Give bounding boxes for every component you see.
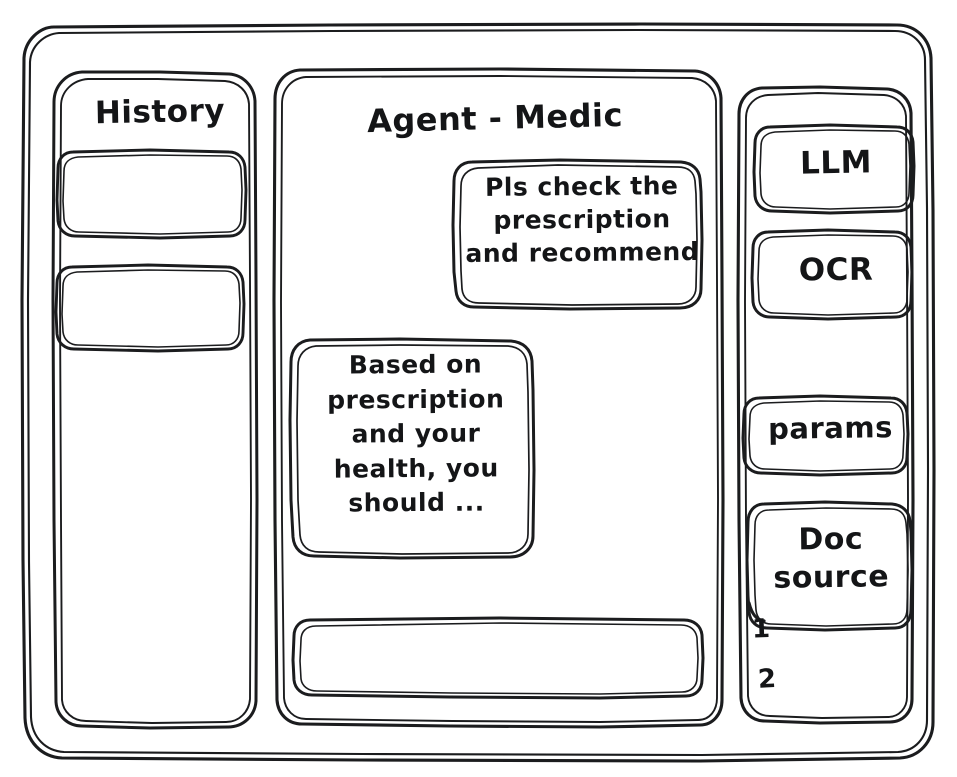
tool-chip-ocr-label: OCR: [798, 251, 874, 289]
doc-source-item-2-marker[interactable]: 2: [757, 663, 778, 695]
doc-source-item-1-marker[interactable]: 1: [751, 613, 772, 645]
agent-title: Agent - Medic: [366, 95, 624, 141]
tool-chip-params-label: params: [767, 410, 894, 446]
history-item-1[interactable]: [57, 150, 247, 238]
message-input[interactable]: [293, 618, 703, 697]
history-item-2[interactable]: [56, 265, 244, 351]
user-message-text: Pls check the prescription and recommend: [465, 171, 700, 269]
tool-chip-llm-label: LLM: [799, 144, 873, 182]
tool-chip-doc-source-label: Doc source: [773, 521, 890, 596]
assistant-message-text: Based on prescription and your health, y…: [327, 349, 505, 518]
history-panel-title: History: [94, 92, 226, 132]
